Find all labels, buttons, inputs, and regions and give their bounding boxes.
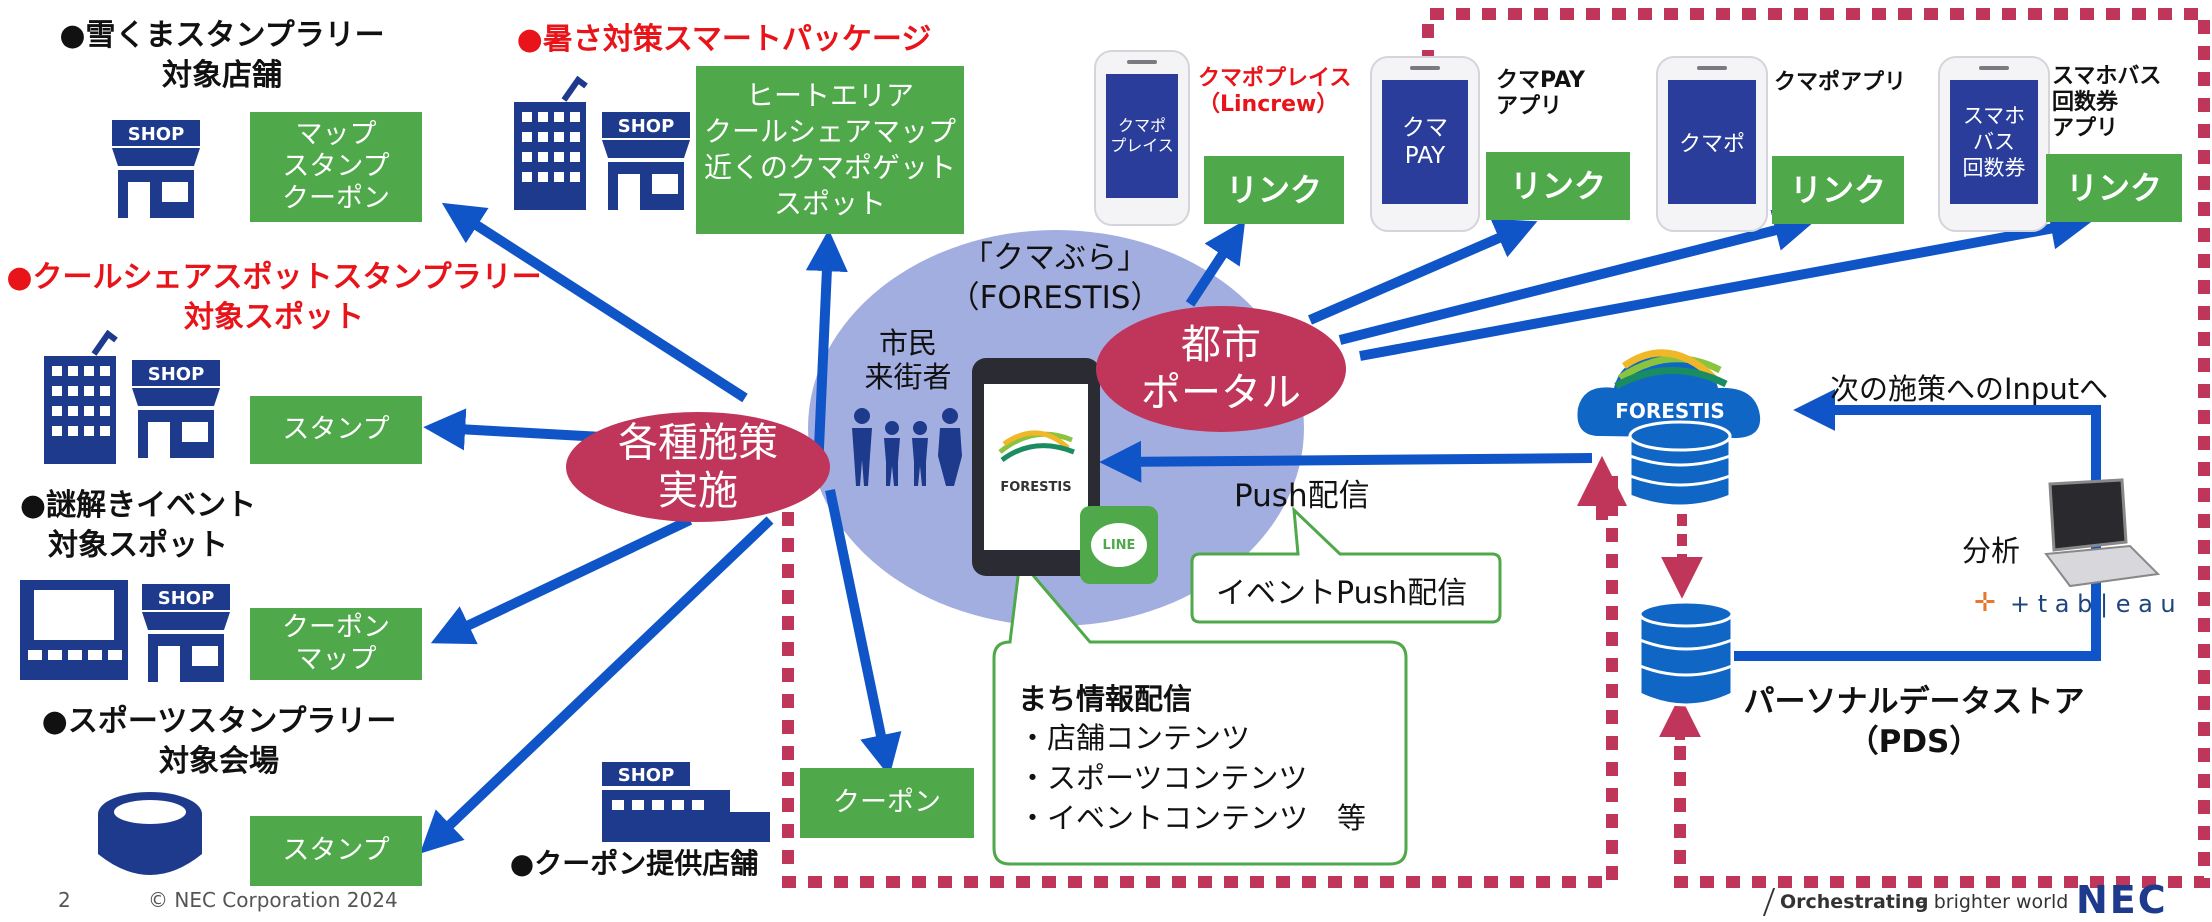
svg-text:SHOP: SHOP — [618, 765, 675, 786]
line-app-icon: LINE — [1080, 506, 1158, 584]
phone-speaker — [1127, 60, 1157, 64]
shop-icon: SHOP — [138, 582, 234, 688]
app-screen: クマポ プレイス — [1106, 74, 1178, 198]
yukikuma-box: マップ スタンプ クーポン — [250, 112, 422, 222]
next-input-label: 次の施策へのInputへ — [1830, 372, 2109, 406]
scope-boundary — [782, 8, 2210, 888]
analysis-label: 分析 — [1962, 534, 2021, 568]
heat-box: ヒートエリア クールシェアマップ 近くのクマポゲット スポット — [696, 66, 964, 234]
link-button-kumapoplace[interactable]: リンク — [1204, 156, 1344, 224]
tagline-rest: a brighter world — [1910, 891, 2069, 913]
measure-arrows — [419, 202, 902, 854]
coolshare-box: スタンプ — [250, 396, 422, 464]
building-icon — [504, 72, 596, 216]
line-badge-text: LINE — [1091, 523, 1147, 567]
portal-oval: 都市 ポータル — [1096, 306, 1346, 432]
coupon-box: クーポン — [800, 768, 974, 838]
svg-text:SHOP: SHOP — [618, 116, 675, 137]
tableau-text: + t a b | e a u — [2010, 590, 2176, 618]
kumabura-label: 「クマぶら」 （FORESTIS） — [948, 240, 1162, 316]
link-button-kumapay[interactable]: リンク — [1486, 152, 1630, 220]
tagline-bold: Orchestrating — [1780, 891, 1929, 913]
event-push-label: イベントPush配信 — [1216, 576, 1468, 611]
app-screen: スマホ バス 回数券 — [1950, 80, 2038, 204]
shop-icon: SHOP — [598, 110, 694, 216]
machi-title: まち情報配信 — [1018, 682, 1193, 716]
title-coolshare: ●クールシェアスポットスタンプラリー 対象スポット — [6, 260, 542, 335]
app-name-kumapoplace: クマポプレイス （Lincrew） — [1198, 66, 1352, 117]
laptop-icon — [2026, 478, 2161, 594]
phone-speaker — [1410, 66, 1440, 70]
title-yukikuma: ●雪くまスタンプラリー 対象店舗 — [59, 18, 385, 93]
theater-icon — [18, 578, 130, 686]
tableau-logo: ✛ + t a b | e a u — [1974, 588, 2176, 624]
forestis-mark — [998, 430, 1075, 463]
machi-item: ・スポーツコンテンツ — [1018, 761, 1308, 795]
phone-screen: FORESTIS — [984, 384, 1088, 550]
app-phone-smahobus: スマホ バス 回数券 — [1938, 56, 2050, 232]
people-icon — [848, 406, 966, 490]
svg-text:FORESTIS: FORESTIS — [1615, 399, 1725, 423]
smartphone: FORESTIS — [972, 358, 1100, 576]
portal-arrows — [1185, 207, 2093, 361]
nec-logo: NEC — [2076, 878, 2168, 922]
app-phone-kumapay: クマ PAY — [1370, 56, 1480, 232]
link-button-kumapo[interactable]: リンク — [1772, 156, 1904, 224]
coupon-shop-label: ●クーポン提供店舗 — [509, 847, 759, 880]
citizens-label: 市民 来街者 — [864, 326, 952, 394]
copyright: © NEC Corporation 2024 — [148, 888, 398, 912]
forestis-cloud-icon: FORESTIS — [1570, 326, 1770, 520]
sports-box: スタンプ — [250, 816, 422, 886]
svg-text:SHOP: SHOP — [128, 124, 185, 145]
phone-speaker — [1697, 66, 1727, 70]
link-button-smahobus[interactable]: リンク — [2046, 154, 2182, 222]
building-icon — [34, 326, 126, 470]
machi-item: ・イベントコンテンツ 等 — [1018, 801, 1367, 835]
title-sports: ●スポーツスタンプラリー 対象会場 — [41, 704, 397, 779]
pds-label: パーソナルデータストア （PDS） — [1743, 684, 2085, 760]
push-label: Push配信 — [1234, 478, 1370, 514]
nazotoki-box: クーポン マップ — [250, 608, 422, 680]
tableau-mark-icon: ✛ — [1974, 588, 1996, 618]
app-name-kumapay: クマPAY アプリ — [1496, 68, 1585, 119]
shop-icon: SHOP — [108, 118, 204, 224]
title-heat: ●暑さ対策スマートパッケージ — [516, 22, 932, 57]
shop-building-icon: SHOP — [598, 760, 774, 848]
pds-db-icon — [1636, 600, 1736, 716]
page-number: 2 — [58, 888, 71, 912]
app-phone-kumapo: クマポ — [1656, 56, 1768, 232]
app-name-smahobus: スマホバス 回数券 アプリ — [2052, 64, 2162, 141]
svg-text:SHOP: SHOP — [148, 364, 205, 385]
measures-oval: 各種施策 実施 — [566, 412, 830, 522]
forestis-logo-text: FORESTIS — [1000, 480, 1072, 495]
app-screen: クマ PAY — [1382, 80, 1468, 204]
machi-callout — [992, 556, 1408, 866]
push-arrow — [1099, 440, 1593, 483]
tagline: Orchestrating a brighter world — [1762, 888, 2068, 916]
app-name-kumapo: クマポアプリ — [1774, 70, 1907, 95]
machi-item: ・店舗コンテンツ — [1018, 721, 1251, 755]
svg-text:SHOP: SHOP — [158, 588, 215, 609]
phone-speaker — [1979, 66, 2009, 70]
event-push-callout — [1190, 506, 1502, 624]
app-phone-kumapoplace: クマポ プレイス — [1094, 50, 1190, 226]
machi-items: ・店舗コンテンツ ・スポーツコンテンツ ・イベントコンテンツ 等 — [1018, 718, 1366, 838]
title-nazotoki: ●謎解きイベント 対象スポット — [19, 488, 257, 563]
shop-icon: SHOP — [128, 358, 224, 464]
app-screen: クマポ — [1668, 80, 1756, 204]
stadium-icon — [94, 784, 206, 892]
